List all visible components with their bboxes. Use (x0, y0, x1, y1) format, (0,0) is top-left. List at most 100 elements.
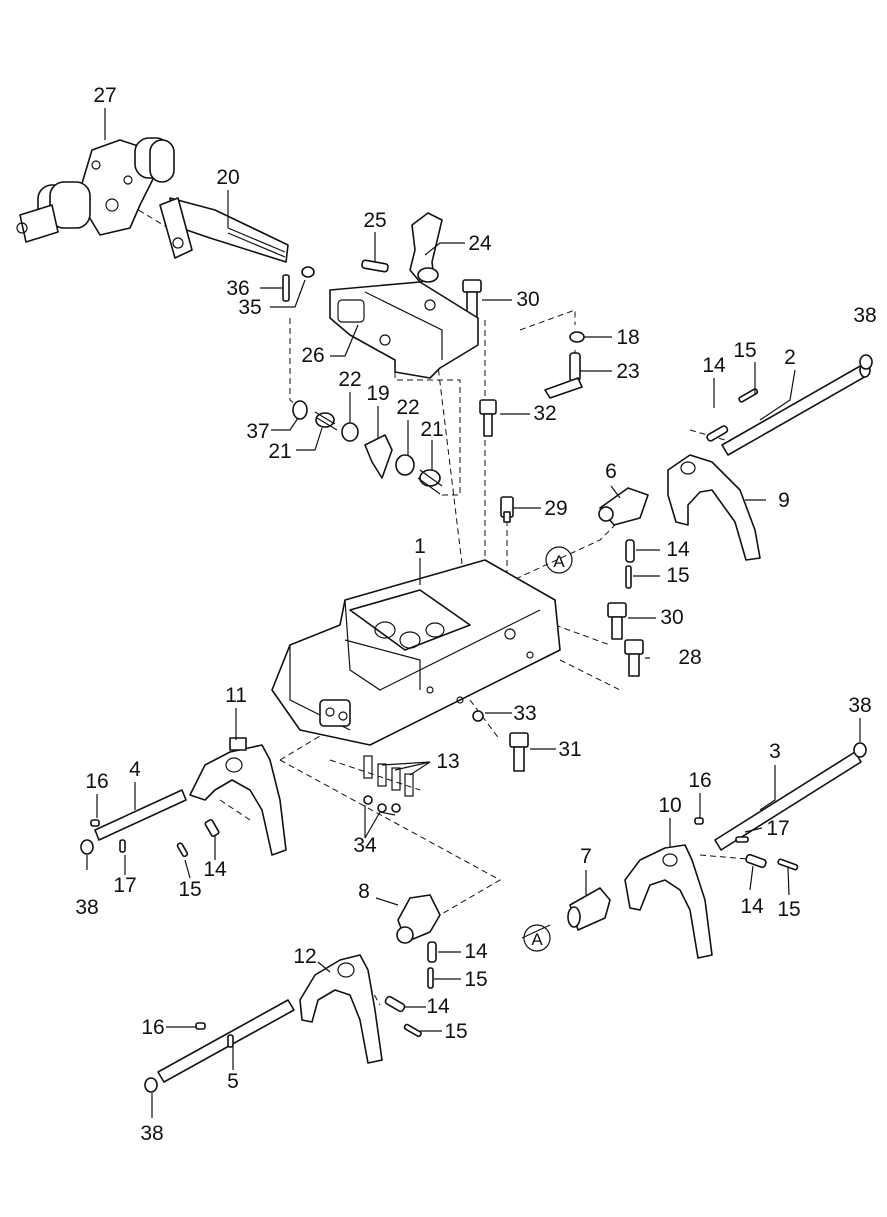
callout-label-c22a: 22 (338, 368, 361, 391)
callout-label-c14c: 14 (740, 895, 764, 918)
callout-label-c6: 6 (605, 460, 617, 483)
callout-label-c14d: 14 (203, 858, 227, 881)
callout-label-c17b: 17 (113, 874, 136, 897)
callout-label-c25: 25 (363, 209, 386, 232)
ref-circle-a-upper (545, 546, 573, 574)
callout-label-c27: 27 (93, 84, 116, 107)
part-29-plug (500, 496, 514, 523)
callout-label-cA1: A (553, 552, 565, 571)
callout-label-c11: 11 (225, 684, 247, 707)
part-4-rail (80, 789, 220, 858)
part-12-fork (299, 954, 383, 1064)
callout-label-c22b: 22 (396, 396, 419, 419)
part-3-rail (694, 742, 867, 851)
part-15-pin-mid (625, 565, 632, 589)
callout-label-c14a: 14 (702, 354, 726, 377)
callout-label-c33: 33 (513, 702, 536, 725)
callout-label-c29: 29 (544, 497, 567, 520)
callout-label-c36: 36 (226, 277, 249, 300)
callout-label-c2: 2 (784, 346, 796, 369)
callout-label-c17a: 17 (766, 817, 789, 840)
callout-label-c19: 19 (366, 382, 389, 405)
part-7-block (567, 887, 611, 931)
part-20-shift-shaft (159, 197, 289, 263)
part-18-ring (569, 331, 585, 343)
part-31-bolt (509, 732, 529, 772)
callout-label-c34: 34 (353, 834, 377, 857)
callout-label-c31: 31 (558, 738, 581, 761)
part-15-pin-bottom (403, 1023, 422, 1038)
part-25-pin (361, 259, 389, 273)
part-30-bolt-lower (607, 602, 627, 640)
callout-label-c38c: 38 (75, 896, 98, 919)
part-14-pin-bottom (384, 995, 406, 1013)
part-9-fork (667, 454, 761, 561)
callout-label-c32: 32 (533, 402, 556, 425)
part-10-fork (624, 844, 713, 959)
callout-label-c21b: 21 (268, 440, 291, 463)
callout-label-c14f: 14 (426, 995, 450, 1018)
callout-label-c37: 37 (246, 420, 269, 443)
callout-label-c15e: 15 (464, 968, 487, 991)
callout-label-c18: 18 (616, 326, 639, 349)
part-26-selector-cover (329, 281, 479, 379)
callout-label-c16a: 16 (85, 770, 108, 793)
callout-label-c26: 26 (301, 344, 324, 367)
part-8-block (396, 894, 441, 944)
part-33-ball (472, 710, 484, 722)
leader-lines (86, 108, 861, 1118)
callout-label-c35: 35 (238, 296, 261, 319)
callout-label-c16c: 16 (141, 1016, 164, 1039)
callout-label-c1: 1 (414, 535, 426, 558)
callout-label-c13: 13 (436, 750, 459, 773)
springs-13-balls-34 (363, 755, 414, 813)
part-5-rail (144, 999, 295, 1093)
callout-label-c16b: 16 (688, 769, 711, 792)
callout-label-c30b: 30 (660, 606, 683, 629)
callout-label-c10: 10 (658, 794, 681, 817)
callout-label-c38d: 38 (140, 1122, 163, 1145)
part-28-bolt (624, 639, 644, 677)
part-14-pin-mid (625, 539, 635, 563)
callout-label-c15a: 15 (733, 339, 756, 362)
callout-label-c4: 4 (129, 758, 141, 781)
callout-label-c15c: 15 (178, 878, 201, 901)
callout-label-c9: 9 (778, 489, 790, 512)
callout-label-cA2: A (531, 930, 543, 949)
part-23-pin (544, 352, 583, 399)
ref-circle-a-lower (523, 924, 551, 952)
part-15-pin-lower (427, 967, 434, 989)
callout-label-c30a: 30 (516, 288, 539, 311)
part-36-pin (282, 274, 290, 302)
part-24-lever (409, 212, 443, 283)
callout-label-c3: 3 (769, 740, 781, 763)
part-14-pin-right (745, 853, 767, 869)
callout-label-c23: 23 (616, 360, 639, 383)
callout-label-c15b: 15 (666, 564, 689, 587)
callout-label-c38b: 38 (848, 694, 871, 717)
callout-label-c12: 12 (293, 945, 316, 968)
part-6-block (598, 487, 649, 526)
callout-label-c8: 8 (358, 880, 370, 903)
callout-label-c38a: 38 (853, 304, 876, 327)
part-1-case (271, 559, 561, 746)
part-35-ring (301, 266, 315, 278)
part-15-pin-right (777, 858, 799, 871)
callout-label-c24: 24 (468, 232, 492, 255)
callout-label-c15f: 15 (444, 1020, 467, 1043)
callout-label-c20: 20 (216, 166, 239, 189)
callout-label-c5: 5 (227, 1070, 239, 1093)
part-14-pin-lower (427, 941, 437, 963)
part-11-fork (189, 737, 287, 856)
callout-label-c28: 28 (678, 646, 701, 669)
part-2-rail (706, 354, 873, 456)
callout-label-c15d: 15 (777, 898, 800, 921)
callout-label-c7: 7 (580, 845, 592, 868)
part-32-bolt (479, 399, 497, 437)
callout-label-c21a: 21 (420, 418, 443, 441)
spring-washer-stack (292, 400, 443, 495)
part-27-shift-housing (16, 137, 175, 243)
